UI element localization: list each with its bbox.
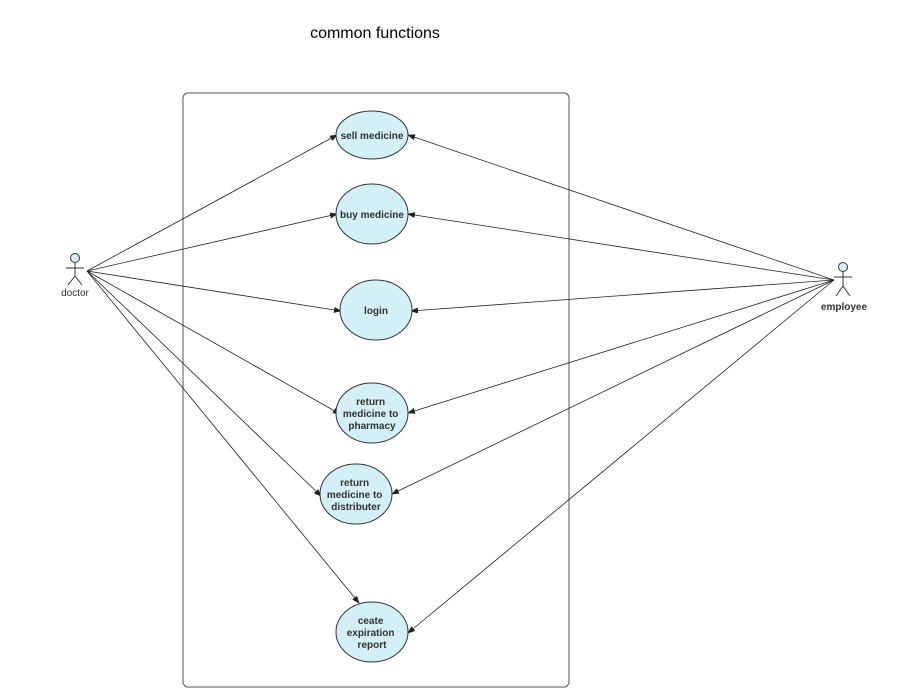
use-case-buy-medicine[interactable]: buy medicine [335,183,409,245]
association-doctor-buy [86,212,338,272]
use-case-login-oval [339,279,413,341]
use-case-buy-medicine-oval [335,183,409,245]
association-employee-expiration [407,279,835,634]
association-doctor-login [86,270,342,313]
association-employee-login [410,279,835,314]
actor-employee-right-leg [842,285,851,297]
use-case-create-expiration-report[interactable]: ceate expiration report [335,601,409,663]
use-case-login[interactable]: login [339,279,413,341]
association-employee-buy [407,212,835,281]
use-case-create-expiration-report-label: ceate expiration report [347,616,398,651]
use-case-sell-medicine-oval [335,110,409,160]
actor-doctor-left-leg [67,275,76,286]
actor-doctor-right-leg [74,275,83,286]
use-case-sell-medicine-label: sell medicine [341,131,404,142]
association-doctor-expiration [86,270,360,604]
associations [86,134,835,634]
actor-employee[interactable]: employee [821,262,868,314]
association-employee-return-distributer [391,279,835,495]
actor-employee-head [838,262,848,272]
actor-doctor-head [70,253,80,263]
use-case-return-medicine-to-distributer-oval [319,463,393,525]
use-case-buy-medicine-label: buy medicine [340,210,404,221]
use-case-return-medicine-to-pharmacy[interactable]: return medicine to pharmacy [335,382,409,444]
use-case-return-medicine-to-pharmacy-oval [335,382,409,444]
use-case-sell-medicine[interactable]: sell medicine [335,110,409,160]
use-case-return-medicine-to-distributer[interactable]: return medicine to distributer [319,463,393,525]
association-employee-return-pharmacy [407,279,835,414]
association-doctor-sell [86,134,338,272]
actor-employee-left-leg [835,285,844,297]
use-case-login-label: login [364,306,388,317]
actor-employee-label: employee [821,302,868,313]
association-employee-sell [407,134,835,281]
actor-doctor-label: doctor [61,288,89,299]
diagram-title: common functions [310,25,440,42]
use-case-return-medicine-to-distributer-label: return medicine to distributer [327,478,385,513]
actor-doctor[interactable]: doctor [61,253,90,300]
association-doctor-return-distributer [86,270,322,497]
use-case-return-medicine-to-pharmacy-label: return medicine to pharmacy [343,397,401,432]
use-case-create-expiration-report-oval [335,601,409,663]
association-doctor-return-pharmacy [86,270,341,415]
